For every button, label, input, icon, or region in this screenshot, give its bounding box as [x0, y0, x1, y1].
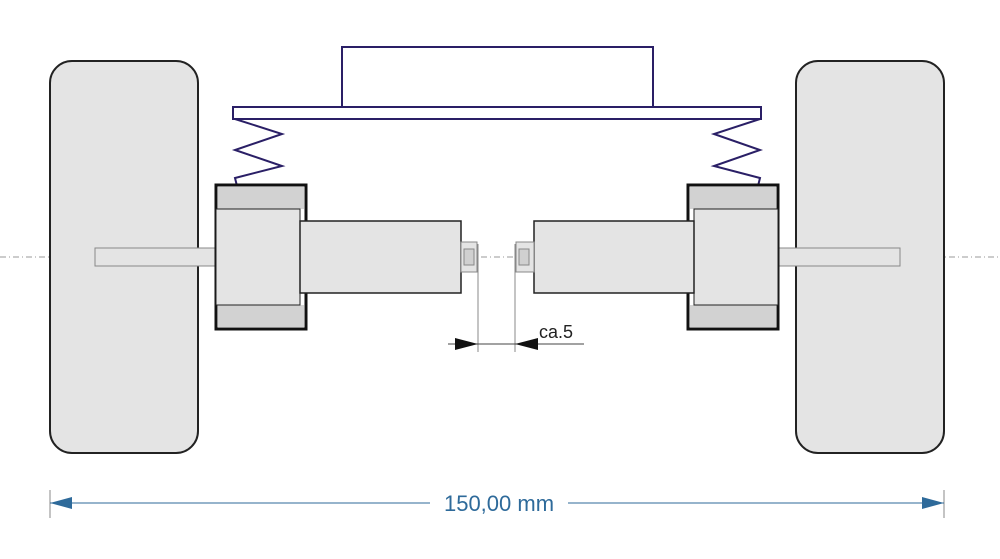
- width-arrow-right: [922, 497, 944, 509]
- width-arrow-left: [50, 497, 72, 509]
- gap-label: ca.5: [539, 322, 573, 342]
- gap-arrow-left: [455, 338, 478, 350]
- right-bearing-housing: [686, 183, 780, 331]
- width-dimension: 150,00 mm: [49, 490, 945, 518]
- left-bearing-housing: [214, 183, 308, 331]
- left-wheel-axle: [94, 247, 218, 267]
- left-motor: [299, 220, 462, 294]
- right-spring: [710, 118, 764, 187]
- right-wheel-axle: [776, 247, 901, 267]
- right-motor: [533, 220, 695, 294]
- width-label: 150,00 mm: [444, 491, 554, 516]
- left-spring: [231, 118, 286, 187]
- chassis-plate: [232, 106, 762, 120]
- gap-arrow-right: [515, 338, 538, 350]
- gap-dimension: ca.5: [448, 244, 584, 352]
- left-shaft-stub: [460, 241, 478, 273]
- right-shaft-stub: [515, 241, 535, 273]
- body-block: [341, 46, 654, 108]
